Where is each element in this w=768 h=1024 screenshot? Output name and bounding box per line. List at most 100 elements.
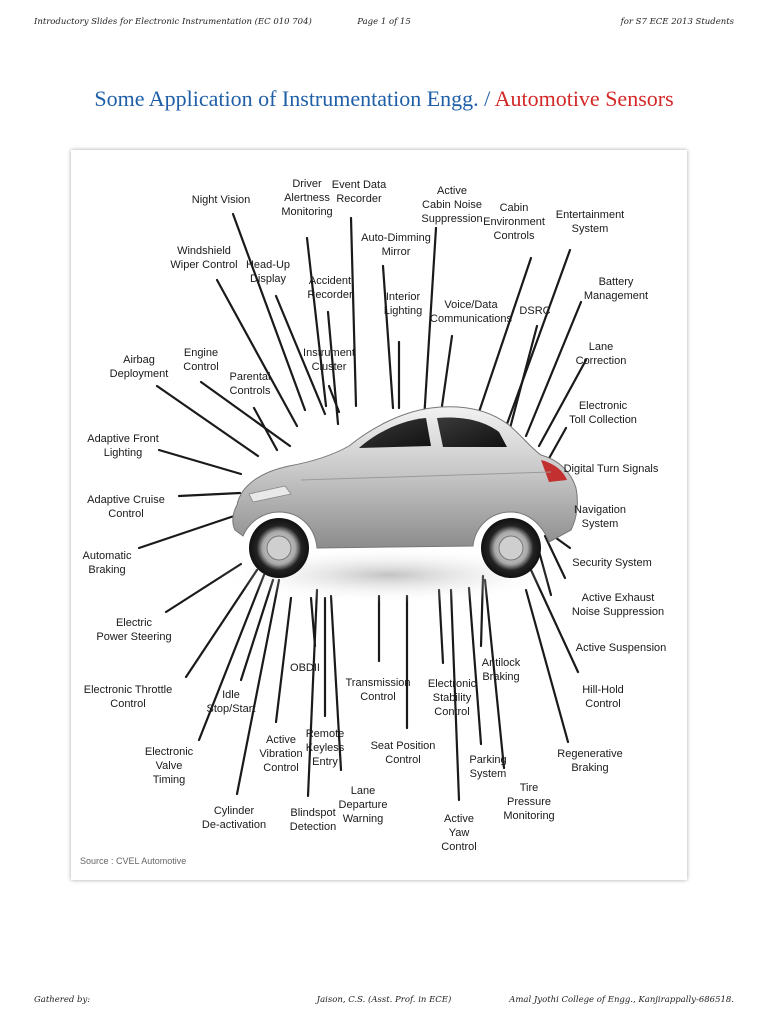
car-body-crease bbox=[300, 471, 552, 481]
leader-line bbox=[327, 384, 341, 414]
leader-line bbox=[329, 594, 343, 772]
car-taillight bbox=[541, 460, 567, 482]
leader-line bbox=[524, 588, 570, 744]
sensor-label: Night Vision bbox=[191, 193, 251, 206]
leader-line bbox=[305, 236, 328, 408]
car-illustration bbox=[214, 406, 578, 603]
leader-line bbox=[422, 226, 438, 422]
leader-line bbox=[440, 334, 454, 408]
leader-line bbox=[252, 406, 279, 452]
leader-line bbox=[507, 324, 539, 434]
leader-line bbox=[157, 448, 243, 476]
sensor-label: DSRC bbox=[519, 304, 551, 317]
sensor-label: Digital Turn Signals bbox=[563, 462, 659, 475]
leader-line bbox=[477, 256, 533, 414]
leader-line bbox=[381, 264, 395, 410]
leader-line bbox=[483, 578, 506, 770]
header-course-title: Introductory Slides for Electronic Instr… bbox=[34, 17, 312, 27]
leader-line bbox=[155, 384, 260, 458]
car-rear-window bbox=[359, 418, 431, 448]
sensor-label: OBDII bbox=[290, 661, 320, 674]
slide-title-topic: Automotive Sensors bbox=[494, 86, 674, 111]
leader-line bbox=[215, 278, 299, 428]
leader-line bbox=[197, 573, 266, 742]
leader-line bbox=[467, 586, 483, 746]
leader-line bbox=[537, 358, 588, 448]
leader-line bbox=[235, 578, 281, 796]
page-footer: Gathered by: Jaison, C.S. (Asst. Prof. i… bbox=[34, 995, 734, 1007]
slide-title: Some Application of Instrumentation Engg… bbox=[0, 86, 768, 112]
leader-line bbox=[274, 294, 327, 416]
leader-line bbox=[306, 588, 319, 798]
leader-line bbox=[239, 578, 275, 682]
leader-lines bbox=[137, 212, 588, 802]
car-front-hub bbox=[266, 535, 292, 561]
car-rear-hub bbox=[498, 535, 524, 561]
leader-line bbox=[177, 491, 242, 498]
footer-gathered-by: Gathered by: bbox=[34, 995, 91, 1005]
header-page-number: Page 1 of 15 bbox=[357, 17, 411, 27]
page-header: Introductory Slides for Electronic Instr… bbox=[34, 17, 734, 29]
leader-line bbox=[137, 513, 239, 550]
leader-line bbox=[449, 588, 461, 802]
leader-line bbox=[231, 212, 307, 412]
leader-line bbox=[437, 588, 445, 665]
figure-drawing bbox=[137, 212, 588, 802]
leader-line bbox=[545, 426, 568, 464]
leader-line bbox=[199, 380, 292, 448]
sensor-label: Active Suspension bbox=[575, 641, 667, 654]
car-side-window bbox=[437, 417, 507, 447]
leader-line bbox=[274, 596, 293, 724]
slide-title-main: Some Application of Instrumentation Engg… bbox=[94, 86, 491, 111]
leader-line bbox=[505, 248, 572, 426]
leader-line bbox=[524, 300, 583, 438]
leader-line bbox=[349, 216, 358, 408]
footer-author: Jaison, C.S. (Asst. Prof. in ECE) bbox=[316, 995, 452, 1005]
car-headlight bbox=[248, 485, 292, 503]
footer-institution: Amal Jyothi College of Engg., Kanjirappa… bbox=[509, 995, 734, 1005]
sensor-label: Security System bbox=[572, 556, 652, 569]
figure-source: Source : CVEL Automotive bbox=[80, 856, 187, 866]
header-audience: for S7 ECE 2013 Students bbox=[620, 17, 734, 27]
